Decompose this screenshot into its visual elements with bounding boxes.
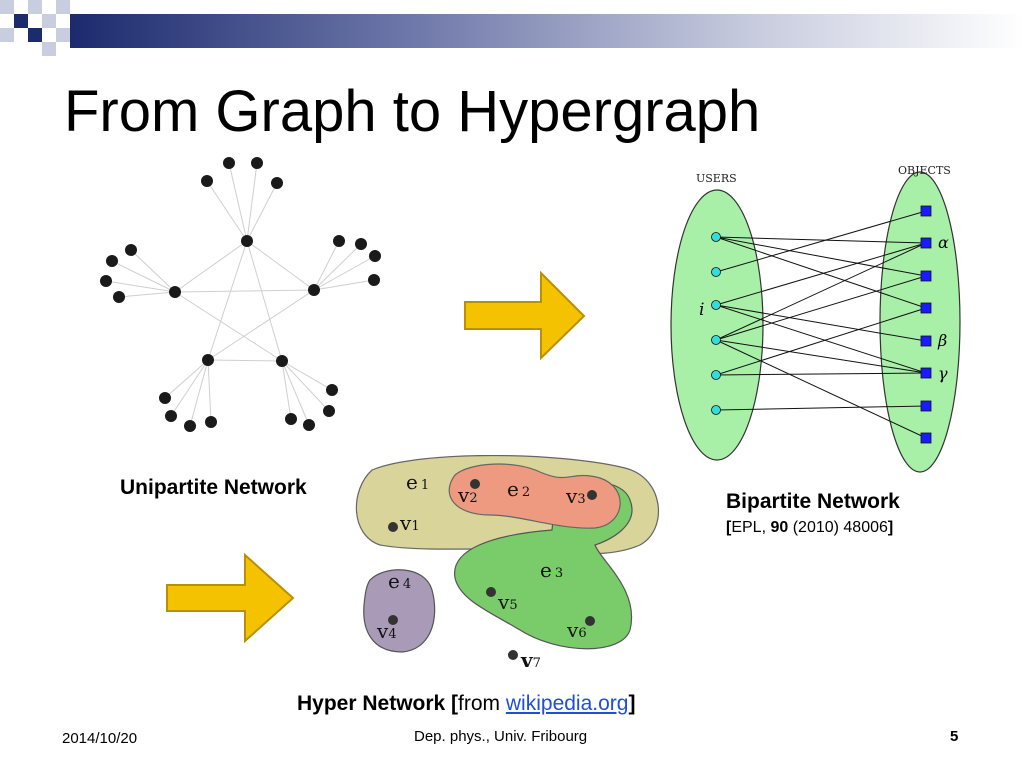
bipartite-reference: [EPL, 90 (2010) 48006] bbox=[726, 519, 894, 536]
hyperedge-e2 bbox=[448, 463, 621, 529]
bipartite-network-diagram: USERS OBJECTS i α β γ bbox=[670, 164, 961, 473]
bipartite-caption: Bipartite Network bbox=[726, 490, 900, 513]
header-gradient bbox=[70, 14, 1024, 48]
users-label: USERS bbox=[696, 172, 737, 185]
vertex-label-v4: v4 bbox=[376, 619, 397, 643]
unipartite-network-graph bbox=[100, 157, 381, 432]
footer-date: 2014/10/20 bbox=[62, 730, 138, 747]
slide-title: From Graph to Hypergraph bbox=[64, 79, 761, 144]
page-number: 5 bbox=[950, 728, 959, 745]
object-marker-gamma: γ bbox=[938, 364, 948, 383]
right-arrow-icon bbox=[166, 552, 295, 644]
vertex-label-v2: v2 bbox=[457, 483, 478, 507]
hyper-network-caption: Hyper Network [from wikipedia.org] bbox=[297, 692, 636, 715]
decor-square bbox=[56, 28, 70, 42]
top-decor-bar bbox=[0, 0, 1024, 56]
unipartite-caption: Unipartite Network bbox=[120, 476, 307, 499]
objects-ellipse bbox=[879, 171, 961, 473]
vertex-label-v6: v6 bbox=[566, 618, 587, 642]
user-marker-i: i bbox=[699, 300, 704, 320]
objects-label: OBJECTS bbox=[898, 164, 951, 177]
decor-square bbox=[56, 0, 70, 14]
decor-square bbox=[14, 14, 28, 28]
vertex-label-v1: v1 bbox=[399, 511, 420, 535]
object-marker-beta: β bbox=[937, 331, 947, 350]
vertex-label-v7: v7 bbox=[520, 648, 541, 672]
hyperedge-e4 bbox=[363, 569, 436, 653]
right-arrow-icon bbox=[464, 270, 586, 361]
vertex-label-v3: v3 bbox=[565, 484, 586, 508]
decor-square bbox=[28, 28, 42, 42]
decor-square bbox=[28, 0, 42, 14]
vertex-label-v5: v5 bbox=[497, 590, 518, 614]
footer-center: Dep. phys., Univ. Fribourg bbox=[414, 728, 588, 745]
object-marker-alpha: α bbox=[938, 233, 949, 252]
wikipedia-link[interactable]: wikipedia.org bbox=[505, 692, 629, 715]
decor-square bbox=[42, 14, 56, 28]
decor-square bbox=[0, 28, 14, 42]
decor-square bbox=[42, 42, 56, 56]
users-ellipse bbox=[670, 189, 764, 461]
decor-square bbox=[0, 0, 14, 14]
